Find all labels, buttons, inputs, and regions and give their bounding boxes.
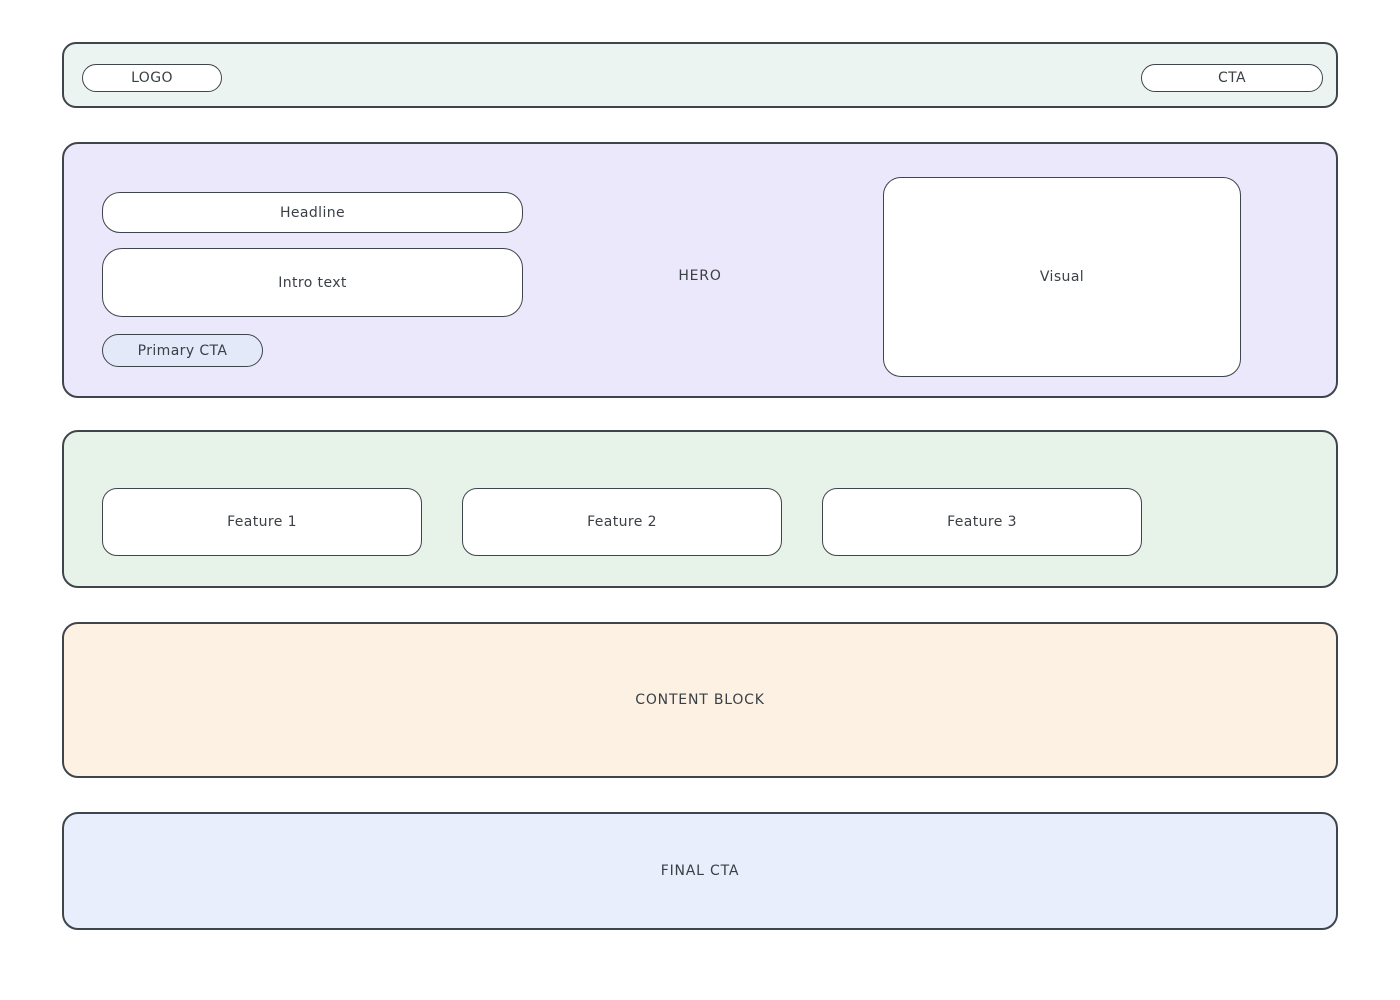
header-cta-label: CTA bbox=[1217, 70, 1247, 86]
visual-label: Visual bbox=[1039, 269, 1085, 285]
content-block-section: CONTENT BLOCK bbox=[62, 622, 1338, 778]
hero-visual-placeholder: Visual bbox=[883, 177, 1241, 377]
headline-box: Headline bbox=[102, 192, 523, 233]
final-cta-section[interactable]: FINAL CTA bbox=[62, 812, 1338, 930]
topbar-section: LOGO CTA bbox=[62, 42, 1338, 108]
feature-card-2: Feature 2 bbox=[462, 488, 782, 556]
primary-cta-label: Primary CTA bbox=[137, 342, 228, 359]
features-section: Feature 1 Feature 2 Feature 3 bbox=[62, 430, 1338, 588]
hero-section-label: HERO bbox=[678, 268, 722, 284]
logo-label: LOGO bbox=[131, 70, 173, 86]
header-cta-button[interactable]: CTA bbox=[1141, 64, 1323, 92]
feature-2-label: Feature 2 bbox=[587, 514, 657, 530]
primary-cta-button[interactable]: Primary CTA bbox=[102, 334, 263, 367]
content-block-label: CONTENT BLOCK bbox=[635, 692, 765, 708]
feature-card-1: Feature 1 bbox=[102, 488, 422, 556]
intro-text-box: Intro text bbox=[102, 248, 523, 317]
final-cta-label: FINAL CTA bbox=[660, 863, 740, 879]
headline-label: Headline bbox=[279, 204, 346, 221]
feature-card-3: Feature 3 bbox=[822, 488, 1142, 556]
feature-1-label: Feature 1 bbox=[227, 514, 297, 530]
feature-3-label: Feature 3 bbox=[947, 514, 1017, 530]
intro-text-label: Intro text bbox=[278, 274, 347, 291]
logo-pill: LOGO bbox=[82, 64, 222, 92]
hero-section: Headline Intro text Primary CTA HERO Vis… bbox=[62, 142, 1338, 398]
